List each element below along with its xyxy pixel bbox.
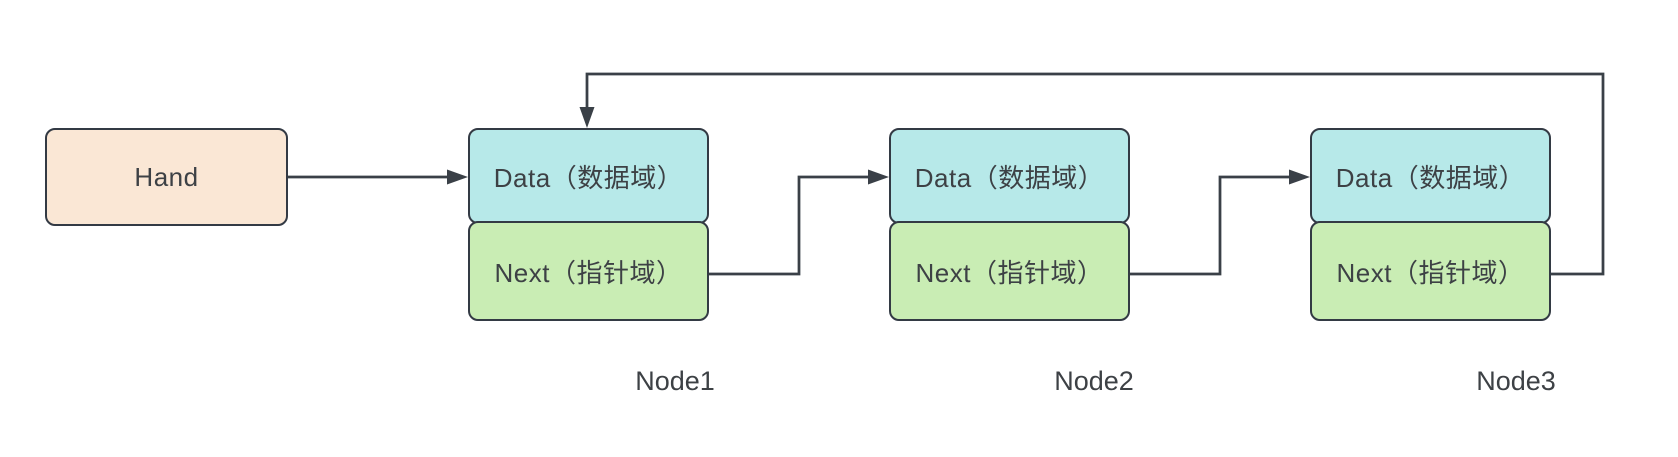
node-2-next-cell: Next（指针域） [889, 221, 1130, 321]
arrowhead-down-icon [579, 107, 595, 128]
node-1-caption: Node1 [635, 366, 715, 396]
edge-hand-to-node1 [288, 169, 468, 185]
node-1-data-cell: Data（数据域） [468, 128, 709, 224]
arrowhead-right-icon [1289, 169, 1310, 185]
head-pointer-box: Hand [45, 128, 288, 226]
node-3-data-label: Data（数据域） [1335, 162, 1526, 193]
node-1-next-cell: Next（指针域） [468, 221, 709, 321]
node-2-next-label: Next（指针域） [915, 257, 1104, 288]
node-3-next-label: Next（指针域） [1336, 257, 1525, 288]
head-pointer-label: Hand [134, 161, 199, 192]
node-1-next-label: Next（指针域） [494, 257, 683, 288]
arrowhead-right-icon [447, 169, 468, 185]
arrowhead-right-icon [868, 169, 889, 185]
node-3-data-cell: Data（数据域） [1310, 128, 1551, 224]
node-2: Data（数据域） Next（指针域） [889, 128, 1130, 321]
edge-node1-next-to-node2-data [709, 169, 889, 276]
node-1-data-label: Data（数据域） [493, 162, 684, 193]
node-2-caption: Node2 [1054, 366, 1134, 396]
node-3: Data（数据域） Next（指针域） [1310, 128, 1551, 321]
node-2-data-label: Data（数据域） [914, 162, 1105, 193]
node-3-next-cell: Next（指针域） [1310, 221, 1551, 321]
node-3-caption: Node3 [1476, 366, 1556, 396]
node-2-data-cell: Data（数据域） [889, 128, 1130, 224]
edge-node2-next-to-node3-data [1130, 169, 1310, 276]
node-1: Data（数据域） Next（指针域） [468, 128, 709, 321]
